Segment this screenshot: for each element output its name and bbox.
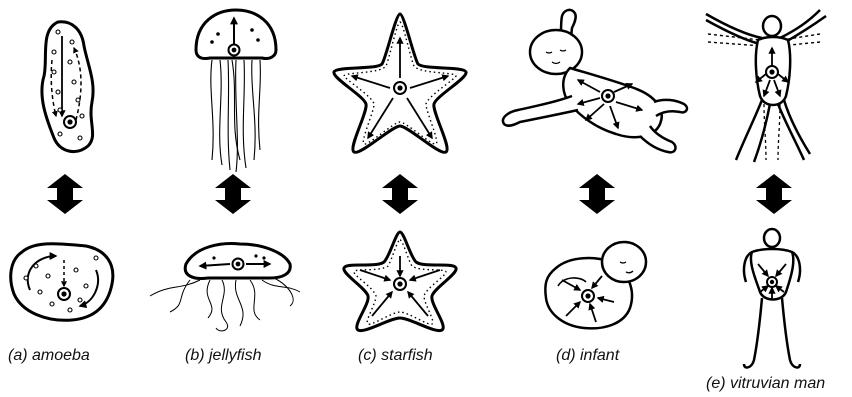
caption-vitruvian-man: (e) vitruvian man: [706, 375, 825, 393]
starfish-transform-arrow: [382, 174, 418, 214]
infant-curled: [545, 242, 646, 328]
jellyfish-transform-arrow: [215, 174, 251, 214]
starfish-contracted: [344, 232, 456, 331]
panel-starfish: [334, 14, 466, 331]
vitruvian-man-contracted: [744, 229, 800, 367]
infant-stretched: [503, 10, 687, 152]
panel-jellyfish: [150, 10, 300, 331]
panel-amoeba: [11, 22, 113, 321]
jellyfish-extended: [196, 10, 276, 172]
panel-infant: [503, 10, 687, 328]
caption-starfish: (c) starfish: [358, 347, 433, 365]
vitruvian-man-transform-arrow: [756, 174, 792, 214]
caption-jellyfish: (b) jellyfish: [185, 347, 261, 365]
amoeba-stretched: [42, 22, 93, 152]
amoeba-contracted: [11, 244, 113, 321]
amoeba-transform-arrow: [47, 174, 83, 214]
vitruvian-man-spread: [706, 10, 826, 162]
caption-infant: (d) infant: [556, 347, 619, 365]
panel-vitruvian-man: [706, 10, 826, 367]
infant-transform-arrow: [579, 174, 615, 214]
jellyfish-contracted: [150, 244, 300, 331]
starfish-extended: [334, 14, 466, 152]
caption-amoeba: (a) amoeba: [8, 347, 90, 365]
